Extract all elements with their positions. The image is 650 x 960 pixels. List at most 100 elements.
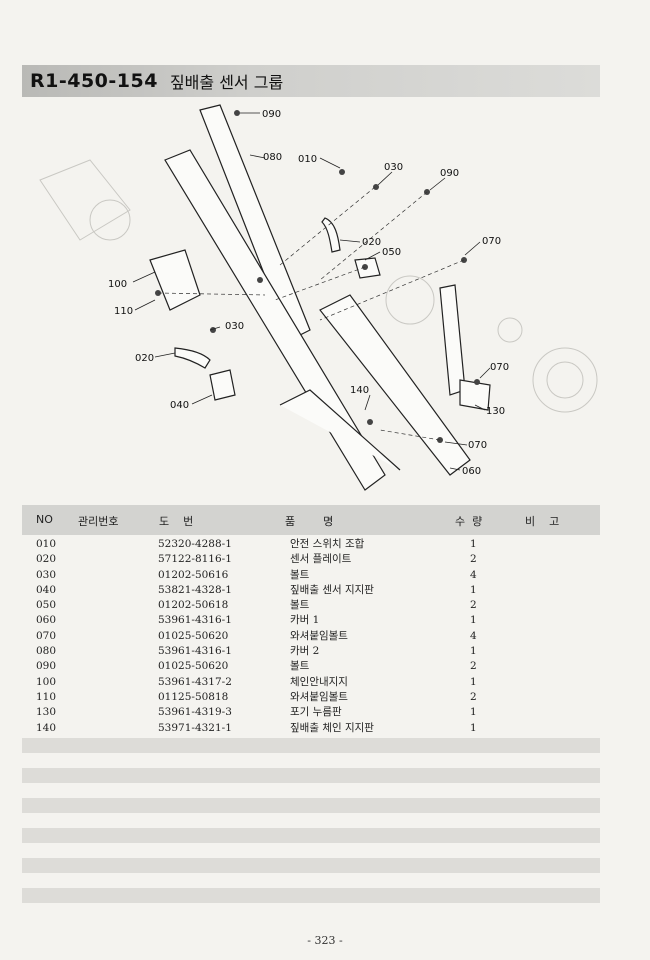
row-name: 짚배출 센서 지지판 (290, 583, 374, 596)
group-code: R1-450-154 (30, 70, 158, 92)
row-drawing: 53961-4316-1 (158, 645, 232, 658)
row-name: 카버 2 (290, 645, 320, 658)
callout-label: 050 (382, 247, 401, 258)
table-row: 090 01025-50620 볼트 2 (22, 659, 600, 674)
row-qty: 2 (470, 599, 477, 612)
column-remarks: 비 고 (525, 515, 560, 528)
row-drawing: 01025-50620 (158, 660, 229, 673)
title-bar: R1-450-154 짚배출 센서 그룹 (22, 65, 600, 97)
callout-label: 030 (225, 321, 244, 332)
callout-label: 080 (263, 152, 282, 163)
parts-diagram: 090 080 010 030 090 020 050 070 100 110 … (20, 100, 600, 495)
row-no: 010 (36, 538, 57, 550)
row-no: 040 (36, 583, 57, 596)
row-no: 090 (36, 660, 57, 673)
row-qty: 1 (470, 614, 477, 627)
row-qty: 2 (470, 553, 477, 566)
callout-label: 060 (462, 466, 481, 477)
row-qty: 1 (470, 538, 477, 550)
row-qty: 2 (470, 660, 477, 673)
callout-label: 010 (298, 154, 317, 165)
row-no: 060 (36, 614, 57, 627)
row-name: 안전 스위치 조합 (290, 538, 365, 550)
row-qty: 1 (470, 721, 477, 734)
row-drawing: 01125-50818 (158, 690, 229, 703)
row-name: 볼트 (290, 599, 310, 612)
row-name: 포기 누름판 (290, 706, 342, 719)
table-row: 130 53961-4319-3 포기 누름판 1 (22, 705, 600, 720)
empty-row (22, 828, 600, 843)
callout-label: 140 (350, 385, 369, 396)
row-no: 100 (36, 675, 57, 688)
row-name: 와셔붙임볼트 (290, 690, 348, 703)
parts-table-body: 010 52320-4288-1 안전 스위치 조합 1 020 57122-8116-… (22, 537, 600, 736)
row-drawing: 57122-8116-1 (158, 553, 232, 566)
row-drawing: 53961-4316-1 (158, 614, 232, 627)
empty-row (22, 798, 600, 813)
row-drawing: 53971-4321-1 (158, 721, 232, 734)
table-row: 040 53821-4328-1 짚배출 센서 지지판 1 (22, 583, 600, 598)
row-no: 050 (36, 599, 57, 612)
parts-table-header: NO 관리번호 도 번 품 명 수 량 비 고 (22, 505, 600, 535)
callout-label: 090 (440, 168, 459, 179)
row-drawing: 01025-50620 (158, 629, 229, 642)
table-row: 020 57122-8116-1 센서 플레이트 2 (22, 552, 600, 567)
row-no: 070 (36, 629, 57, 642)
row-qty: 1 (470, 583, 477, 596)
row-qty: 2 (470, 690, 477, 703)
callout-label: 070 (468, 440, 487, 451)
row-drawing: 52320-4288-1 (158, 538, 232, 550)
table-row: 060 53961-4316-1 카버 1 1 (22, 613, 600, 628)
callout-label: 070 (482, 236, 501, 247)
table-row: 030 01202-50616 볼트 4 (22, 568, 600, 583)
callout-label: 110 (114, 306, 133, 317)
row-drawing: 53961-4319-3 (158, 706, 232, 719)
row-name: 센서 플레이트 (290, 553, 352, 566)
row-name: 체인안내지지 (290, 675, 348, 688)
row-name: 와셔붙임볼트 (290, 629, 348, 642)
empty-table-rows (22, 738, 600, 918)
table-row: 080 53961-4316-1 카버 2 1 (22, 644, 600, 659)
row-no: 030 (36, 568, 57, 581)
table-row: 070 01025-50620 와셔붙임볼트 4 (22, 629, 600, 644)
callout-label: 020 (362, 237, 381, 248)
page-number: - 323 - (307, 934, 343, 947)
row-qty: 1 (470, 675, 477, 688)
group-name: 짚배출 센서 그룹 (169, 73, 284, 92)
callout-label: 030 (384, 162, 403, 173)
table-row: 010 52320-4288-1 안전 스위치 조합 1 (22, 537, 600, 552)
empty-row (22, 888, 600, 903)
row-no: 130 (36, 706, 57, 719)
table-row: 110 01125-50818 와셔붙임볼트 2 (22, 690, 600, 705)
row-name: 카버 1 (290, 614, 320, 627)
row-name: 볼트 (290, 568, 310, 581)
callout-label: 100 (108, 279, 127, 290)
row-no: 110 (36, 690, 57, 703)
callout-label: 070 (490, 362, 509, 373)
column-mgmt: 관리번호 (78, 515, 119, 528)
column-no: NO (36, 513, 53, 526)
row-drawing: 01202-50618 (158, 599, 229, 612)
table-row: 050 01202-50618 볼트 2 (22, 598, 600, 613)
row-no: 020 (36, 553, 57, 566)
empty-row (22, 738, 600, 753)
row-no: 080 (36, 645, 57, 658)
row-name: 짚배출 체인 지지판 (290, 721, 374, 734)
callout-label: 020 (135, 353, 154, 364)
row-qty: 1 (470, 645, 477, 658)
row-qty: 1 (470, 706, 477, 719)
row-drawing: 01202-50616 (158, 568, 229, 581)
diagram-callouts: 090 080 010 030 090 020 050 070 100 110 … (108, 109, 509, 477)
row-qty: 4 (470, 568, 477, 581)
callout-label: 040 (170, 400, 189, 411)
row-name: 볼트 (290, 660, 310, 673)
empty-row (22, 768, 600, 783)
column-qty: 수 량 (455, 515, 483, 528)
row-drawing: 53821-4328-1 (158, 583, 232, 596)
empty-row (22, 858, 600, 873)
row-drawing: 53961-4317-2 (158, 675, 232, 688)
row-qty: 4 (470, 629, 477, 642)
column-drawing: 도 번 (159, 515, 194, 528)
table-row: 100 53961-4317-2 체인안내지지 1 (22, 675, 600, 690)
